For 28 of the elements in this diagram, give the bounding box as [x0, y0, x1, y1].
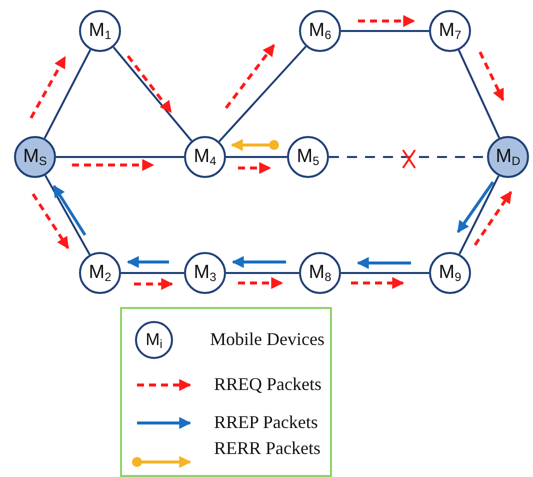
link-line [341, 30, 429, 32]
link-line [226, 272, 299, 274]
device-node: M$_{4}$ [184, 136, 226, 178]
device-node: M$_{D}$ [487, 136, 529, 178]
legend-text: Mobile Devices [210, 329, 324, 350]
link-line [112, 46, 192, 142]
device-node: M$_{S}$ [14, 136, 56, 178]
link-line [218, 46, 307, 142]
link-line [56, 156, 184, 158]
device-node: M$_{5}$ [287, 136, 329, 178]
legend-text: RREP Packets [214, 412, 318, 433]
device-node: M$_{1}$ [79, 10, 121, 52]
device-node: M$_{9}$ [429, 252, 471, 294]
device-node: M$_{3}$ [184, 252, 226, 294]
link-line [341, 272, 429, 274]
link-line [458, 175, 500, 255]
legend-text: RERR Packets [214, 438, 320, 459]
link-line [458, 50, 500, 138]
device-node: M$_{6}$ [299, 10, 341, 52]
link-line [121, 272, 184, 274]
device-node: M$_{8}$ [299, 252, 341, 294]
link-line [44, 49, 92, 139]
legend-text: RREQ Packets [214, 374, 322, 395]
link-line [44, 174, 91, 256]
device-node: M$_{2}$ [79, 252, 121, 294]
device-symbol: M$_{i}$ [135, 321, 173, 359]
device-node: M$_{7}$ [429, 10, 471, 52]
link-line [226, 156, 287, 158]
